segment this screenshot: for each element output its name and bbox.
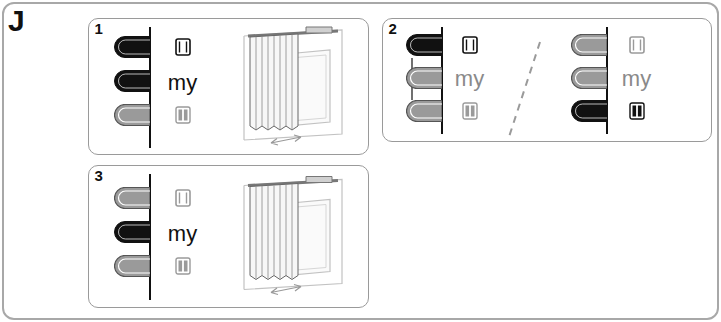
my-button-label: my bbox=[622, 68, 651, 90]
step-panel: 1 my bbox=[88, 18, 369, 155]
step-number: 2 bbox=[389, 21, 397, 36]
step-panel: 2 my my bbox=[382, 18, 712, 142]
my-button-label: my bbox=[168, 223, 197, 245]
step-panel: 3 my bbox=[88, 165, 369, 308]
step-number: 3 bbox=[95, 168, 103, 183]
my-button-label: my bbox=[168, 72, 197, 94]
step-number: 1 bbox=[95, 21, 103, 36]
section-letter: J bbox=[8, 6, 25, 36]
my-button-label: my bbox=[455, 68, 484, 90]
